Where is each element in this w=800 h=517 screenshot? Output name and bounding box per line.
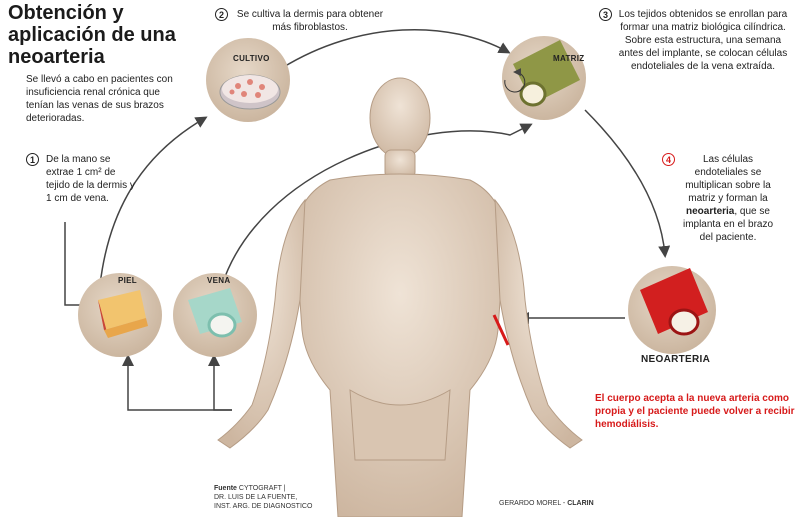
cell-culture-dots — [229, 79, 265, 98]
human-body — [217, 77, 583, 517]
intro-text: Se llevó a cabo en pacientes con insufic… — [26, 74, 173, 124]
credit-line: GERARDO MOREL - CLARIN — [499, 500, 594, 507]
step-1-number: 1 — [26, 153, 39, 166]
arrow-hand-to-piel — [122, 354, 232, 411]
conclusion-text: El cuerpo acepta a la nueva arteria como… — [595, 393, 795, 430]
step-2-text: Se cultiva la dermis para obtener más fi… — [236, 9, 384, 33]
step-4-text-before: Las células endoteliales se multiplican … — [685, 154, 771, 204]
step-4-text-after: , que se implanta en el brazo del pacien… — [682, 206, 774, 243]
source-line-2: DR. LUIS DE LA FUENTE, — [214, 494, 298, 501]
label-neoarteria: NEOARTERIA — [641, 354, 711, 365]
step-3-number: 3 — [599, 8, 612, 21]
source-line-1: CYTOGRAFT | — [238, 485, 286, 492]
step-3-text: Los tejidos obtenidos se enrollan para f… — [618, 9, 788, 72]
credit-outlet: CLARIN — [567, 500, 594, 507]
arrow-hand-to-vena — [208, 354, 232, 411]
arrow-step1-leader — [64, 222, 82, 306]
vena-circle — [173, 273, 257, 357]
step-4-text: Las células endoteliales se multiplican … — [680, 153, 776, 244]
implant-mark — [492, 314, 510, 346]
label-piel: PIEL — [118, 276, 137, 285]
source-line-3: INST. ARG. DE DIAGNOSTICO — [214, 503, 313, 510]
credit-author: GERARDO MOREL - — [499, 500, 566, 507]
piel-circle — [78, 273, 162, 357]
arrow-piel-to-cultivo — [99, 116, 208, 286]
arrow-vena-to-matriz — [221, 123, 533, 286]
rotation-arrow — [504, 68, 526, 93]
cultivo-circle — [206, 38, 290, 122]
source-label: Fuente — [214, 485, 237, 492]
step-4-keyword: neoarteria — [686, 206, 735, 217]
label-vena: VENA — [207, 276, 231, 285]
flow-arrows — [64, 28, 671, 411]
step-2-number: 2 — [215, 8, 228, 21]
page-title: Obtención y aplicación de una neoarteria — [8, 2, 176, 68]
arrow-cultivo-to-matriz — [281, 28, 511, 69]
label-cultivo: CULTIVO — [233, 54, 270, 63]
matriz-circle — [502, 36, 586, 120]
step-4-number: 4 — [662, 153, 675, 166]
step-1-text: De la mano se extrae 1 cm² de tejido de … — [46, 154, 135, 204]
neoarteria-circle — [628, 266, 716, 354]
label-matriz: MATRIZ — [553, 54, 585, 63]
source-note: Fuente CYTOGRAFT | DR. LUIS DE LA FUENTE… — [214, 484, 414, 511]
arrow-matriz-to-neoarteria — [584, 109, 671, 258]
